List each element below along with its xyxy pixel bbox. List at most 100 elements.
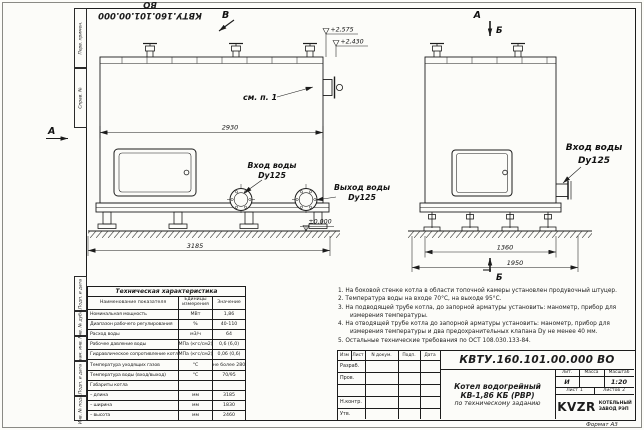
note-line: 1. На боковой стенке котла в области топ… bbox=[338, 288, 617, 294]
tb-name-line3: по техническому заданию bbox=[454, 399, 541, 407]
tb-row-prov: Пров. bbox=[340, 375, 355, 381]
note-line: 3. На подводящей трубе котла, до запорно… bbox=[338, 304, 617, 311]
safety-valve-icon bbox=[228, 42, 244, 58]
tech-row-unit: МПа (кгс/см2) bbox=[179, 350, 213, 361]
tech-row-name: Номинальная мощность bbox=[88, 310, 179, 321]
elevation-2430-text: +2,430 bbox=[340, 39, 363, 46]
stamp-perv-primen: Перв. примен. bbox=[74, 8, 87, 68]
tb-row-nkontr: Н.контр. bbox=[340, 399, 362, 405]
elevation-2575-text: +2,575 bbox=[330, 27, 353, 34]
safety-valve-icon bbox=[142, 42, 158, 58]
tech-row-value: 2460 bbox=[213, 411, 245, 422]
logo-sub-line1: КОТЕЛЬНЫЙ bbox=[598, 401, 632, 407]
tech-row-name: Рабочее давление воды bbox=[88, 340, 179, 351]
technical-notes: 1. На боковой стенке котла в области топ… bbox=[338, 287, 635, 345]
tech-characteristics-table: Техническая характеристика Наименование … bbox=[87, 286, 246, 422]
roof-seam-ticks bbox=[121, 57, 298, 64]
tb-row-utv: Утв. bbox=[340, 410, 351, 417]
tech-row-unit: мм bbox=[179, 390, 213, 401]
dim-3185-text: 3185 bbox=[187, 242, 204, 250]
safety-valve-icon bbox=[510, 42, 526, 58]
stamp-podp-data-2: Подп. и дата bbox=[74, 361, 87, 396]
tb-product-name: Котел водогрейный КВ-1,86 КБ (РВР) по те… bbox=[440, 369, 555, 419]
tb-col-izm: Изм bbox=[340, 353, 349, 358]
tb-name-line1: Котел водогрейный bbox=[454, 381, 541, 391]
tb-sheet-value: 1 bbox=[579, 388, 583, 393]
tech-row-name: – высота bbox=[88, 410, 179, 422]
tb-name-line2: КВ-1,86 КБ (РВР) bbox=[460, 390, 535, 400]
tb-scale-label: Масштаб bbox=[608, 370, 630, 375]
inlet-right-dn-label: Dy125 bbox=[578, 156, 610, 166]
tech-col-header: Значение bbox=[213, 297, 245, 310]
format-label: Формат А3 bbox=[586, 422, 618, 428]
tb-mass-label: Масса bbox=[584, 370, 599, 375]
side-inlet-nozzle bbox=[556, 181, 572, 200]
section-a-marker: А bbox=[473, 10, 481, 21]
boiler-side-view bbox=[408, 42, 592, 238]
tech-row-name: – ширина bbox=[88, 400, 179, 411]
tech-row-value: 1830 bbox=[213, 401, 245, 411]
tech-row-unit: % bbox=[179, 320, 213, 331]
tb-sheet-label: Лист bbox=[566, 388, 578, 393]
tech-row-value: 40-110 bbox=[213, 320, 245, 331]
note-line: 4. На отводящей трубе котла до запорной … bbox=[338, 321, 610, 328]
inlet-right-label: Вход воды bbox=[566, 143, 623, 153]
tech-row-unit: мм bbox=[179, 400, 213, 411]
view-a-left-marker: А bbox=[47, 126, 55, 137]
kvzr-logo-text: KVZR bbox=[557, 399, 596, 414]
tb-scale-value: 1:20 bbox=[610, 377, 628, 386]
tb-sheet-cell: Лист 1 bbox=[555, 387, 594, 394]
tech-row-unit: м3/ч bbox=[179, 330, 213, 341]
stamp-podp-data-1: Подп. и дата bbox=[74, 276, 87, 311]
outlet-dn-label: Dy125 bbox=[348, 193, 376, 202]
dimensions bbox=[46, 19, 582, 272]
view-b-marker: В bbox=[222, 10, 229, 21]
title-block: Изм Лист N докум. Подп. Дата Разраб. Про… bbox=[337, 350, 636, 421]
tech-col-header: Наименование показателя bbox=[88, 297, 179, 310]
tech-row-value bbox=[213, 381, 245, 391]
tech-row-unit: °С bbox=[179, 360, 213, 371]
stamp-vzam-inv: Взам. инв. № bbox=[74, 334, 87, 363]
support-legs bbox=[97, 211, 328, 229]
tech-row-value: 0,06 (0,6) bbox=[213, 350, 245, 361]
tb-sheets-value: 2 bbox=[622, 388, 626, 393]
boiler-front-view bbox=[88, 42, 343, 238]
tech-row-name: Гидравлическое сопротивление котла bbox=[88, 350, 179, 361]
tech-row-name: Температура воды (вход/выход) bbox=[88, 370, 179, 381]
elevation-zero-text: ±0.000 bbox=[308, 219, 331, 226]
safety-valve-icon bbox=[302, 42, 318, 58]
tech-row-value: 3185 bbox=[213, 391, 245, 401]
tech-row-name: Диапазон рабочего регулирования bbox=[88, 320, 179, 331]
stamp-inv-podl: Инв. № подл. bbox=[74, 393, 87, 424]
note-line: 5. Остальные технические требования по О… bbox=[338, 337, 531, 344]
section-b-bottom-marker: Б bbox=[496, 273, 503, 283]
kvzr-logo-subtext: КОТЕЛЬНЫЙ ЗАВОД РЭП bbox=[599, 401, 632, 412]
note-line: измерения температуры. bbox=[350, 312, 428, 319]
section-b-top-marker: Б bbox=[496, 26, 503, 36]
note-line: 2. Температура воды на входе 70°С, на вы… bbox=[338, 296, 502, 303]
water-outlet-flange bbox=[292, 184, 320, 215]
tb-lit-label: Лит. bbox=[561, 370, 573, 375]
tech-row-name: – длина bbox=[88, 390, 179, 401]
stamp-sprav-no: Справ. № bbox=[74, 68, 87, 128]
tb-sheets-label: Листов bbox=[602, 388, 621, 393]
tech-row-unit: МВт bbox=[179, 310, 213, 321]
tech-row-value: не более 280 bbox=[213, 360, 245, 371]
note1-fitting bbox=[322, 76, 343, 99]
tech-row-name: Расход воды bbox=[88, 330, 179, 341]
outlet-label: Выход воды bbox=[334, 183, 390, 192]
tb-doc-number: КВТУ.160.101.00.000 ВО bbox=[459, 354, 615, 366]
tech-row-value: 0,6 (6,0) bbox=[213, 340, 245, 351]
safety-valve-icon bbox=[429, 42, 445, 58]
tech-row-name: Габариты котла bbox=[88, 380, 179, 391]
inlet-left-label: Вход воды bbox=[248, 161, 297, 170]
furnace-door-side bbox=[451, 149, 513, 197]
tb-col-ndokum: N докум. bbox=[371, 353, 392, 358]
dim-1360-text: 1360 bbox=[497, 244, 514, 252]
tech-col-header: Единицы измерения bbox=[179, 297, 213, 310]
furnace-door bbox=[113, 148, 197, 197]
logo-sub-line2: ЗАВОД РЭП bbox=[598, 406, 629, 412]
